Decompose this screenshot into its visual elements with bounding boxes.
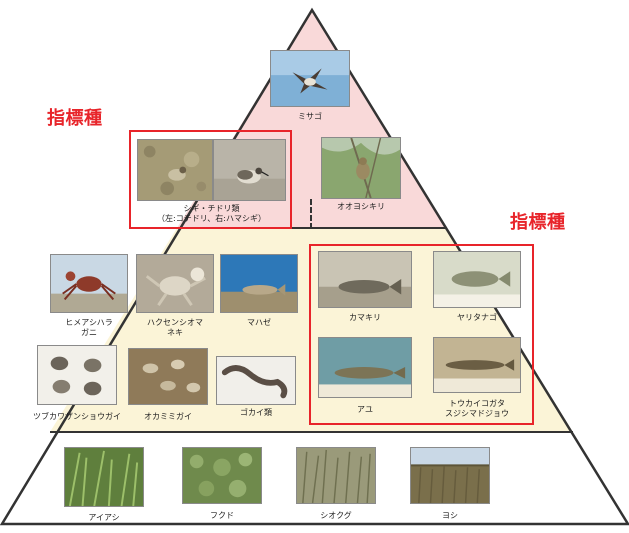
plover-caption-line2: （左:コチドリ、右:ハマシギ） (157, 214, 266, 223)
goby-photo (220, 254, 298, 313)
dunlin-photo (213, 139, 286, 201)
ghost-crab-caption-line1: ハクセンシオマ (147, 318, 203, 327)
indicator-box-fish (309, 244, 534, 425)
yoshi-photo (410, 447, 490, 504)
clam-photo (128, 348, 208, 405)
polychaete-photo (216, 356, 296, 405)
snail-photo (37, 345, 117, 405)
shiokugu-caption: シオクグ (320, 511, 352, 520)
snail-caption: ツブカワザンショウガイ (33, 412, 121, 421)
fiddler-crab-caption-line1: ヒメアシハラ (65, 318, 113, 327)
kamakiri-photo (318, 251, 412, 308)
clam-caption: オカミミガイ (144, 412, 192, 421)
indicator-species-label-left: 指標種 (47, 108, 103, 129)
ghost-crab-photo (136, 254, 214, 313)
fiddler-crab-caption-line2: ガニ (81, 328, 97, 337)
fukudo-photo (182, 447, 262, 504)
great-reed-warbler-photo (321, 137, 401, 199)
indicator-box-plovers (129, 130, 292, 229)
loach-photo (433, 337, 521, 393)
loach-caption-line1: トウカイコガタ (449, 399, 505, 408)
loach-caption-line2: スジシマドジョウ (445, 409, 509, 418)
polychaete-caption: ゴカイ類 (240, 408, 272, 417)
little-ringed-plover-photo (137, 139, 213, 201)
shiokugu-photo (296, 447, 376, 504)
ghost-crab-caption-line2: ネキ (167, 328, 183, 337)
kamakiri-caption: カマキリ (349, 313, 381, 322)
dashed-divider (310, 199, 312, 229)
goby-caption: マハゼ (247, 318, 271, 327)
aiashi-caption: アイアシ (88, 513, 120, 522)
plover-caption-line1: シギ・チドリ類 (183, 204, 240, 213)
osprey-caption: ミサゴ (298, 112, 322, 121)
yaritanago-photo (433, 251, 521, 308)
yoshi-caption: ヨシ (442, 511, 458, 520)
yaritanago-caption: ヤリタナゴ (457, 313, 497, 322)
fiddler-crab-photo (50, 254, 128, 313)
indicator-species-label-right: 指標種 (510, 212, 566, 233)
ayu-photo (318, 337, 412, 398)
fukudo-caption: フクド (210, 511, 234, 520)
ayu-caption: アユ (357, 405, 373, 414)
osprey-photo (270, 50, 350, 107)
aiashi-photo (64, 447, 144, 507)
great-reed-warbler-caption: オオヨシキリ (337, 202, 385, 211)
